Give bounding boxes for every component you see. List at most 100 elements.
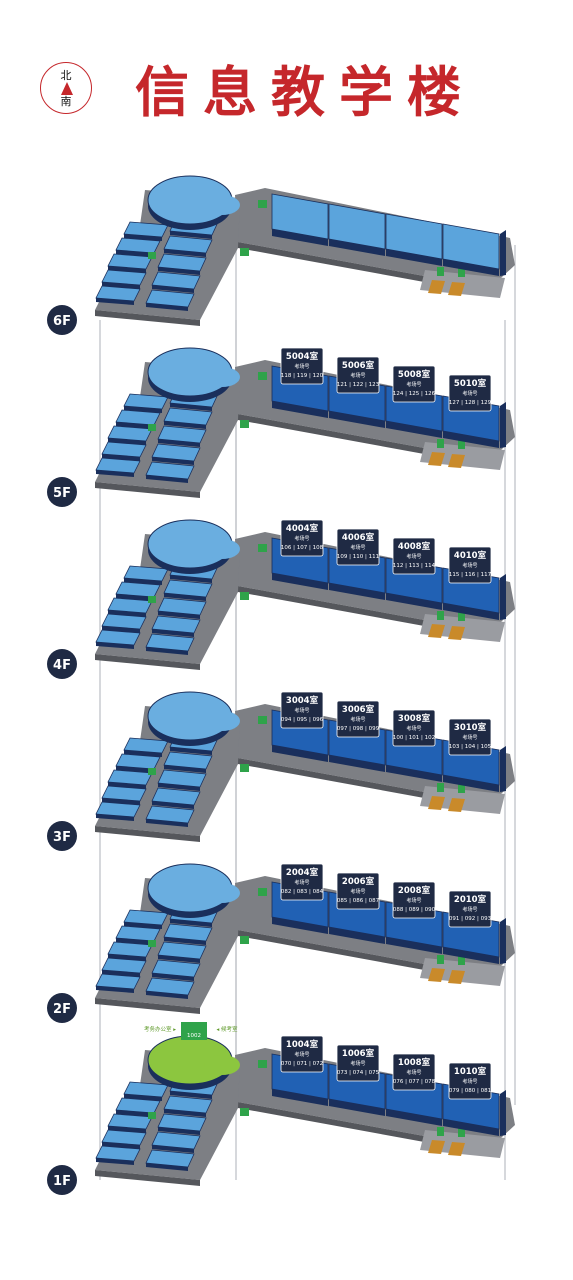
west-wing-edge [95,1170,200,1186]
west-wing-edge [95,826,200,842]
atrium-lobe [204,1055,240,1075]
west-room-side [96,814,134,821]
exam-seat-label: 考场号 [406,897,421,904]
classroom-side [329,583,385,600]
room-name: 1004室 [286,1039,319,1050]
west-room-side [170,403,212,411]
west-room-side [124,406,162,413]
west-room-side [170,231,212,239]
elevator-icon [148,252,156,259]
exam-seat-label: 考场号 [462,906,477,913]
classroom-side [272,401,328,418]
west-room-side [116,250,154,257]
west-room-side [158,611,200,619]
floor-badge [47,993,77,1023]
classroom-side [386,593,442,610]
exit-sign-icon [458,612,465,621]
classroom-end [500,918,506,964]
elevator-icon [240,420,249,428]
room-label [392,709,436,747]
exam-seat-label: 考场号 [350,716,365,723]
exam-room-numbers: 112 | 113 | 114 [393,563,436,569]
exit-sign-icon [458,1128,465,1137]
west-room-side [170,575,212,583]
west-room-side [146,819,188,827]
room-label [336,872,380,910]
west-room-side [146,991,188,999]
west-room-side [108,438,146,445]
room-name: 2004室 [286,867,319,878]
exam-room-numbers: 109 | 110 | 111 [337,554,379,560]
classroom-side [443,775,499,792]
elevator-icon [258,200,267,208]
room-label [280,519,324,557]
west-room-side [164,1109,206,1117]
room-label [280,691,324,729]
exam-seat-label: 考场号 [294,1051,309,1058]
classroom-side [443,431,499,448]
exam-seat-label: 考场号 [294,363,309,370]
exit-sign-icon [437,611,444,620]
exit-sign-icon [458,440,465,449]
west-room-side [124,750,162,757]
exit-sign-icon [458,956,465,965]
waiting-room-sign: ◂ 候考室 [216,1025,238,1033]
classroom-side [272,1089,328,1106]
room-name: 1008室 [398,1057,431,1068]
exam-room-numbers: 127 | 128 | 129 [449,400,492,406]
room-label [392,1053,436,1091]
room-label [280,1035,324,1073]
floor-badge [47,821,77,851]
classroom-side [443,603,499,620]
office-sign: 考务办公室 ▸ [144,1025,176,1033]
elevator-icon [148,424,156,431]
west-room-side [152,973,194,981]
classroom-side [386,249,442,266]
west-room-side [102,1142,140,1149]
room-label [392,537,436,575]
exam-room-numbers: 097 | 098 | 099 [337,726,380,732]
room-name: 1010室 [454,1066,487,1077]
west-room-side [116,594,154,601]
room-name: 4004室 [286,523,319,534]
exam-seat-label: 考场号 [462,390,477,397]
room-name: 3006室 [342,704,375,715]
west-room-side [96,642,134,649]
classroom-side [272,917,328,934]
west-room-side [116,938,154,945]
elevator-icon [258,544,267,552]
west-room-side [146,1163,188,1171]
exam-seat-label: 考场号 [406,725,421,732]
stair-icon [448,454,465,468]
exam-seat-label: 考场号 [350,544,365,551]
room-name: 3004室 [286,695,319,706]
room-name: 3010室 [454,722,487,733]
entrance-room-number: 1002 [187,1033,201,1039]
room-name: 3008室 [398,713,431,724]
room-name: 5010室 [454,378,487,389]
west-wing-edge [95,654,200,670]
stair-icon [428,968,445,982]
west-room-side [170,747,212,755]
exam-room-numbers: 106 | 107 | 108 [281,545,324,551]
west-room-side [102,454,140,461]
exam-room-numbers: 088 | 089 | 090 [393,907,436,913]
room-name: 4010室 [454,550,487,561]
exam-seat-label: 考场号 [350,372,365,379]
elevator-icon [148,1112,156,1119]
classroom-side [329,1099,385,1116]
west-room-side [164,249,206,257]
west-room-side [170,919,212,927]
west-room-side [108,954,146,961]
classroom-end [500,574,506,620]
west-room-side [102,282,140,289]
west-room-side [158,1127,200,1135]
stair-icon [428,280,445,294]
elevator-icon [148,596,156,603]
exit-sign-icon [437,439,444,448]
room-name: 5008室 [398,369,431,380]
west-room-side [146,303,188,311]
classroom-side [386,1109,442,1126]
room-label [336,1044,380,1082]
